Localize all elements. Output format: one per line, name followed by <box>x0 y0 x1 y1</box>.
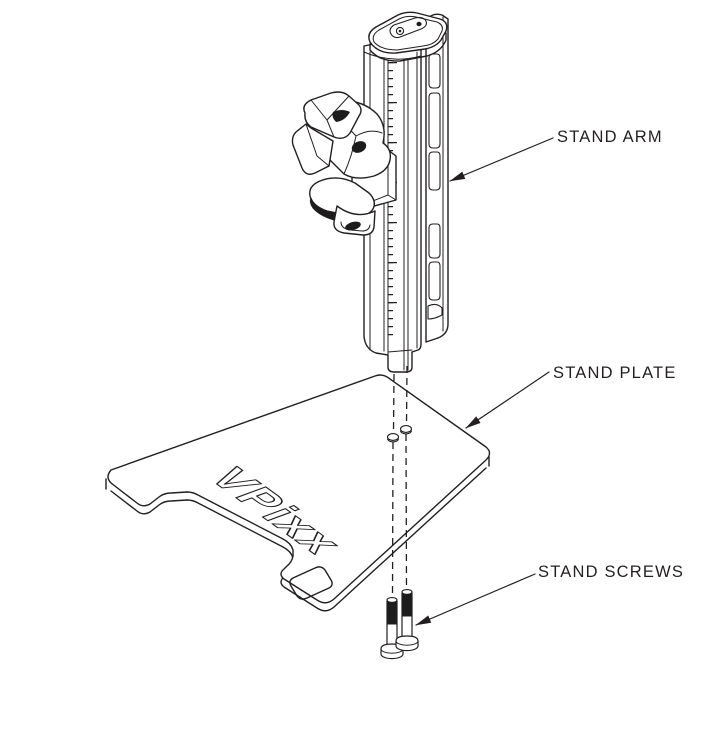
clamp-lever-dark-edge <box>309 197 342 222</box>
clamp-left-wing <box>291 123 334 175</box>
mount-clamp-drawing <box>291 91 397 236</box>
leader-stand-screws <box>415 573 536 626</box>
alignment-dashed-lines <box>391 365 408 597</box>
clamp-head-hole <box>351 141 367 153</box>
clamp-wing-shadow <box>332 110 350 122</box>
arm-rail-slots <box>427 53 443 320</box>
stand-screws-drawing <box>380 589 419 660</box>
screw-left <box>380 597 404 660</box>
plate-top-face <box>107 374 491 604</box>
screw-right <box>395 589 419 652</box>
plate-screw-holes <box>386 425 413 443</box>
leader-stand-arm <box>449 137 554 182</box>
callouts <box>415 137 554 626</box>
plate-handle-hole <box>289 566 333 600</box>
label-stand-arm: STAND ARM <box>557 128 663 146</box>
clamp-foot-shadow <box>345 221 361 231</box>
stand-plate-drawing: VPixx <box>105 374 491 612</box>
arm-top-cap <box>368 11 448 62</box>
leader-stand-plate <box>465 371 550 429</box>
label-stand-screws: STAND SCREWS <box>538 563 684 581</box>
label-stand-plate: STAND PLATE <box>553 364 677 382</box>
plate-thickness-edge <box>105 456 490 612</box>
